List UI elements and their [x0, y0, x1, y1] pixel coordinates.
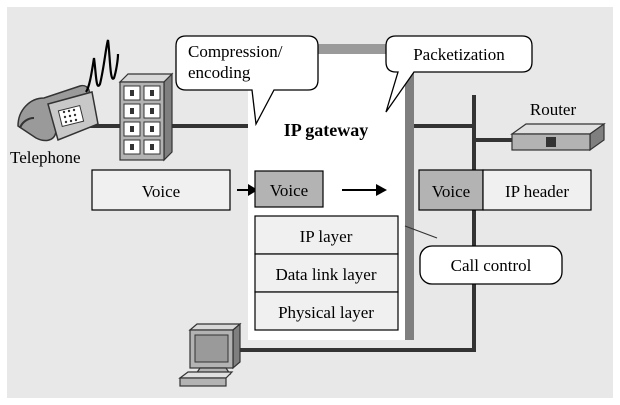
router-label: Router	[530, 100, 577, 119]
voice-gateway-label: Voice	[270, 181, 308, 200]
ip-header-label: IP header	[505, 182, 569, 201]
arrow-to-packet	[342, 184, 387, 196]
voice-input-label: Voice	[142, 182, 180, 201]
data-link-layer-label: Data link layer	[275, 265, 376, 284]
voice-waveform-icon	[85, 39, 120, 93]
pbx-icon	[118, 72, 174, 162]
compression-label-line1: Compression/	[188, 42, 283, 61]
compression-label-line2: encoding	[188, 63, 251, 82]
voice-gateway-box	[254, 170, 324, 208]
ip-gateway-title: IP gateway	[284, 120, 369, 140]
ip-layer-label: IP layer	[300, 227, 353, 246]
call-control-link	[404, 225, 438, 239]
call-control-label: Call control	[451, 256, 532, 275]
ip-header-box	[482, 169, 592, 211]
voice-packet-label: Voice	[432, 182, 470, 201]
packetization-label: Packetization	[413, 45, 505, 64]
pc-icon	[178, 322, 242, 387]
voice-input-box	[91, 169, 231, 211]
ip-layer-box	[254, 215, 399, 255]
telephone-label: Telephone	[10, 148, 81, 167]
gateway-panel-side	[405, 44, 414, 340]
router-icon	[510, 122, 606, 152]
compression-callout: Compression/ encoding	[175, 35, 319, 127]
physical-layer-label: Physical layer	[278, 303, 374, 322]
telephone-icon	[17, 84, 99, 142]
physical-layer-box	[254, 291, 399, 331]
call-control-callout	[419, 245, 563, 285]
arrow-to-gateway	[237, 184, 258, 196]
packetization-callout: Packetization	[385, 35, 533, 113]
